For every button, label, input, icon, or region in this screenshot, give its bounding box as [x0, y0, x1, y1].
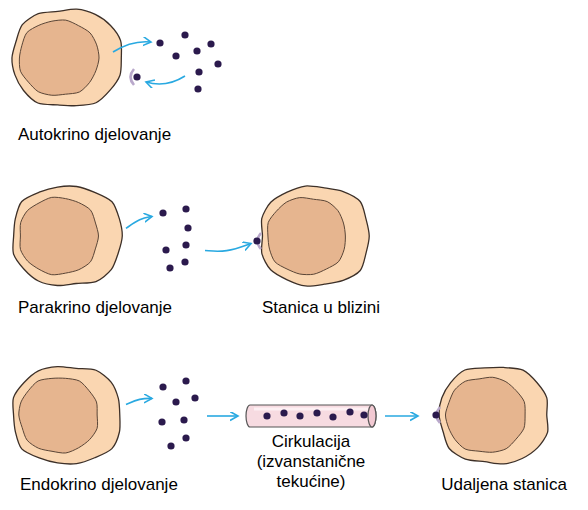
signal-molecule: [172, 52, 179, 59]
signal-arrow: [385, 416, 418, 417]
arrow-segment: [385, 415, 418, 417]
cell: Endokrino djelovanje: [8, 362, 126, 468]
arrow-segment: [126, 216, 152, 228]
signal-molecule: [181, 31, 188, 38]
arrow-segment: [126, 398, 152, 404]
signal-molecule: [182, 377, 189, 384]
signal-arrow: [126, 398, 238, 416]
cell-label: Stanica u blizini: [262, 298, 380, 318]
signal-molecule: [172, 398, 179, 405]
signal-molecule: [133, 73, 140, 80]
signal-molecule: [182, 434, 189, 441]
arrow-segment: [205, 243, 251, 251]
signal-molecule: [193, 47, 200, 54]
cell: Parakrino djelovanje: [8, 182, 126, 290]
cell-outline: [435, 362, 553, 468]
vessel-highlight: [254, 408, 368, 411]
cell: Stanica u blizini: [256, 182, 374, 290]
signal-molecule: [182, 241, 189, 248]
signal-molecule: [360, 411, 367, 418]
signal-molecule: [162, 246, 169, 253]
receptor: [131, 69, 135, 85]
cell-outline: [256, 182, 374, 290]
signal-molecule: [313, 409, 320, 416]
signal-molecule: [194, 85, 201, 92]
cell: Autokrino djelovanje: [8, 5, 126, 111]
signal-molecule: [156, 39, 163, 46]
cell-membrane: [12, 9, 122, 106]
cell-membrane: [439, 367, 548, 464]
cell-nucleus: [268, 198, 346, 275]
signal-molecule: [191, 394, 198, 401]
signal-molecule: [346, 408, 353, 415]
cell-membrane: [13, 367, 120, 464]
cell-outline: [8, 5, 126, 111]
signal-molecule: [329, 413, 336, 420]
cell-label: Autokrino djelovanje: [18, 125, 171, 145]
signal-molecule: [214, 60, 221, 67]
vessel-end: [368, 405, 376, 427]
receptor: [258, 233, 262, 249]
signal-molecule: [166, 264, 173, 271]
cell-nucleus: [20, 197, 98, 275]
cell-label: Parakrino djelovanje: [18, 298, 172, 318]
vessel-label: Cirkulacija (izvanstanične tekućine): [241, 432, 381, 492]
cell-nucleus: [445, 377, 525, 452]
signal-molecule: [280, 409, 287, 416]
signal-molecule: [158, 418, 165, 425]
cell-nucleus: [19, 378, 98, 453]
signal-molecule: [167, 442, 174, 449]
cell-membrane: [13, 186, 122, 285]
signal-molecule: [181, 258, 188, 265]
signal-molecule: [296, 412, 303, 419]
cell-label: Udaljena stanica: [441, 475, 567, 495]
return-arrow: [146, 76, 185, 84]
signal-molecule: [159, 383, 166, 390]
cell-membrane: [261, 186, 369, 286]
signal-molecule: [182, 205, 189, 212]
cell-label: Endokrino djelovanje: [20, 475, 178, 495]
vessel-body: [246, 405, 376, 427]
signal-molecule: [195, 68, 202, 75]
cell-outline: [8, 182, 126, 290]
secretion-arrow: [113, 42, 151, 52]
vessel-outline: [246, 404, 376, 428]
signal-molecule: [253, 237, 260, 244]
signal-molecule: [184, 224, 191, 231]
arrow-segment: [207, 415, 238, 417]
signal-molecule: [263, 412, 270, 419]
signal-molecule: [207, 40, 214, 47]
signal-molecule: [432, 411, 439, 418]
circulation-vessel: Cirkulacija (izvanstanične tekućine): [246, 404, 376, 428]
signal-arrow: [126, 216, 251, 251]
signal-molecule: [180, 416, 187, 423]
cell-outline: [8, 362, 126, 468]
signal-molecule: [159, 209, 166, 216]
receptor: [437, 407, 441, 423]
cell-nucleus: [19, 20, 99, 95]
cell: Udaljena stanica: [435, 362, 553, 468]
